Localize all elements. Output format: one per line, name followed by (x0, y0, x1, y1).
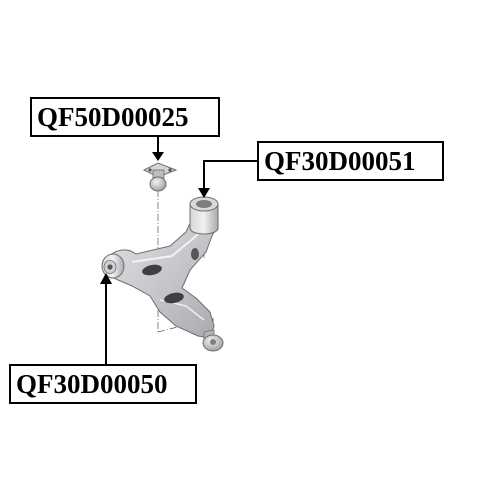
leader-arrow-front-bushing (100, 273, 112, 364)
separate-ball-joint (142, 162, 178, 192)
rear-bushing (189, 196, 219, 235)
leader-arrow-rear-bushing (198, 160, 257, 198)
front-bushing (101, 253, 125, 279)
arm-hole (191, 248, 199, 260)
arm-hole (142, 264, 162, 276)
leader-arrow-ball-joint (152, 137, 164, 161)
arm-ball-joint (202, 329, 224, 352)
part-number-label-front-bushing[interactable]: QF30D00050 (9, 364, 197, 404)
arm-hole (164, 292, 184, 304)
part-number-label-ball-joint[interactable]: QF50D00025 (30, 97, 220, 137)
part-number-label-rear-bushing[interactable]: QF30D00051 (257, 141, 444, 181)
control-arm (104, 205, 218, 339)
